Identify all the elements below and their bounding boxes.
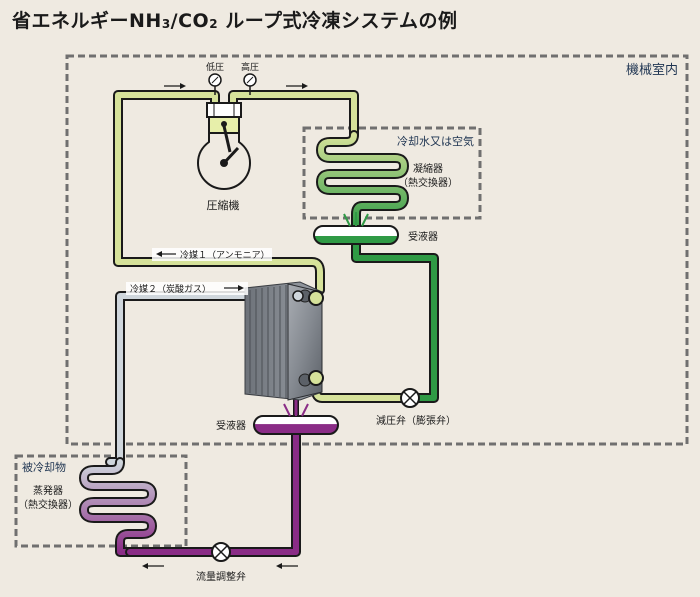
evaporator-label: 蒸発器 [33, 484, 63, 497]
compressor [196, 102, 252, 190]
nh3-refrigerant-label: 冷媒１（アンモニア） [152, 248, 272, 261]
nh3-liquid-pipe [311, 239, 439, 403]
arrow-left-icon [142, 563, 164, 569]
high-pressure-label: 高圧 [241, 61, 259, 73]
flow-arrows [142, 83, 308, 569]
nh3-vapor-pipe [113, 90, 359, 295]
plate-heat-exchanger [244, 281, 324, 401]
machine-room-zone [65, 54, 689, 446]
co2-refrigerant-label: 冷媒２（炭酸ガス） [126, 282, 248, 295]
expansion-valve-icon [400, 388, 420, 408]
evaporator-sublabel: （熱交換器） [18, 498, 78, 511]
cooling-water-label: 冷却水又は空気 [397, 134, 474, 148]
low-pressure-gauge [208, 73, 222, 95]
condenser-coil [316, 130, 409, 233]
svg-text:冷媒１（アンモニア）: 冷媒１（アンモニア） [180, 249, 270, 261]
machine-room-label: 機械室内 [626, 62, 678, 78]
cooled-object-label: 被冷却物 [22, 460, 66, 474]
co2-receiver [253, 402, 339, 435]
arrow-right-icon [164, 83, 186, 89]
flow-control-valve-label: 流量調整弁 [196, 570, 246, 583]
expansion-valve-label: 減圧弁（膨張弁） [376, 414, 456, 427]
compressor-label: 圧縮機 [207, 198, 240, 212]
nh3-receiver-label: 受液器 [408, 230, 438, 243]
evaporator-coil [79, 457, 157, 557]
high-pressure-gauge [243, 73, 257, 95]
svg-text:冷媒２（炭酸ガス）: 冷媒２（炭酸ガス） [130, 283, 211, 295]
arrow-left-icon [276, 563, 298, 569]
low-pressure-label: 低圧 [206, 61, 224, 73]
condenser-sublabel: （熱交換器） [398, 176, 458, 189]
page-title: 省エネルギーNH3/CO2 ループ式冷凍システムの例 [12, 10, 458, 32]
condenser-label: 凝縮器 [413, 162, 443, 175]
nh3-receiver [313, 212, 399, 245]
flow-control-valve-icon [211, 542, 231, 562]
co2-liquid-pipe [125, 381, 301, 557]
arrow-right-icon [286, 83, 308, 89]
co2-receiver-label: 受液器 [216, 419, 246, 432]
